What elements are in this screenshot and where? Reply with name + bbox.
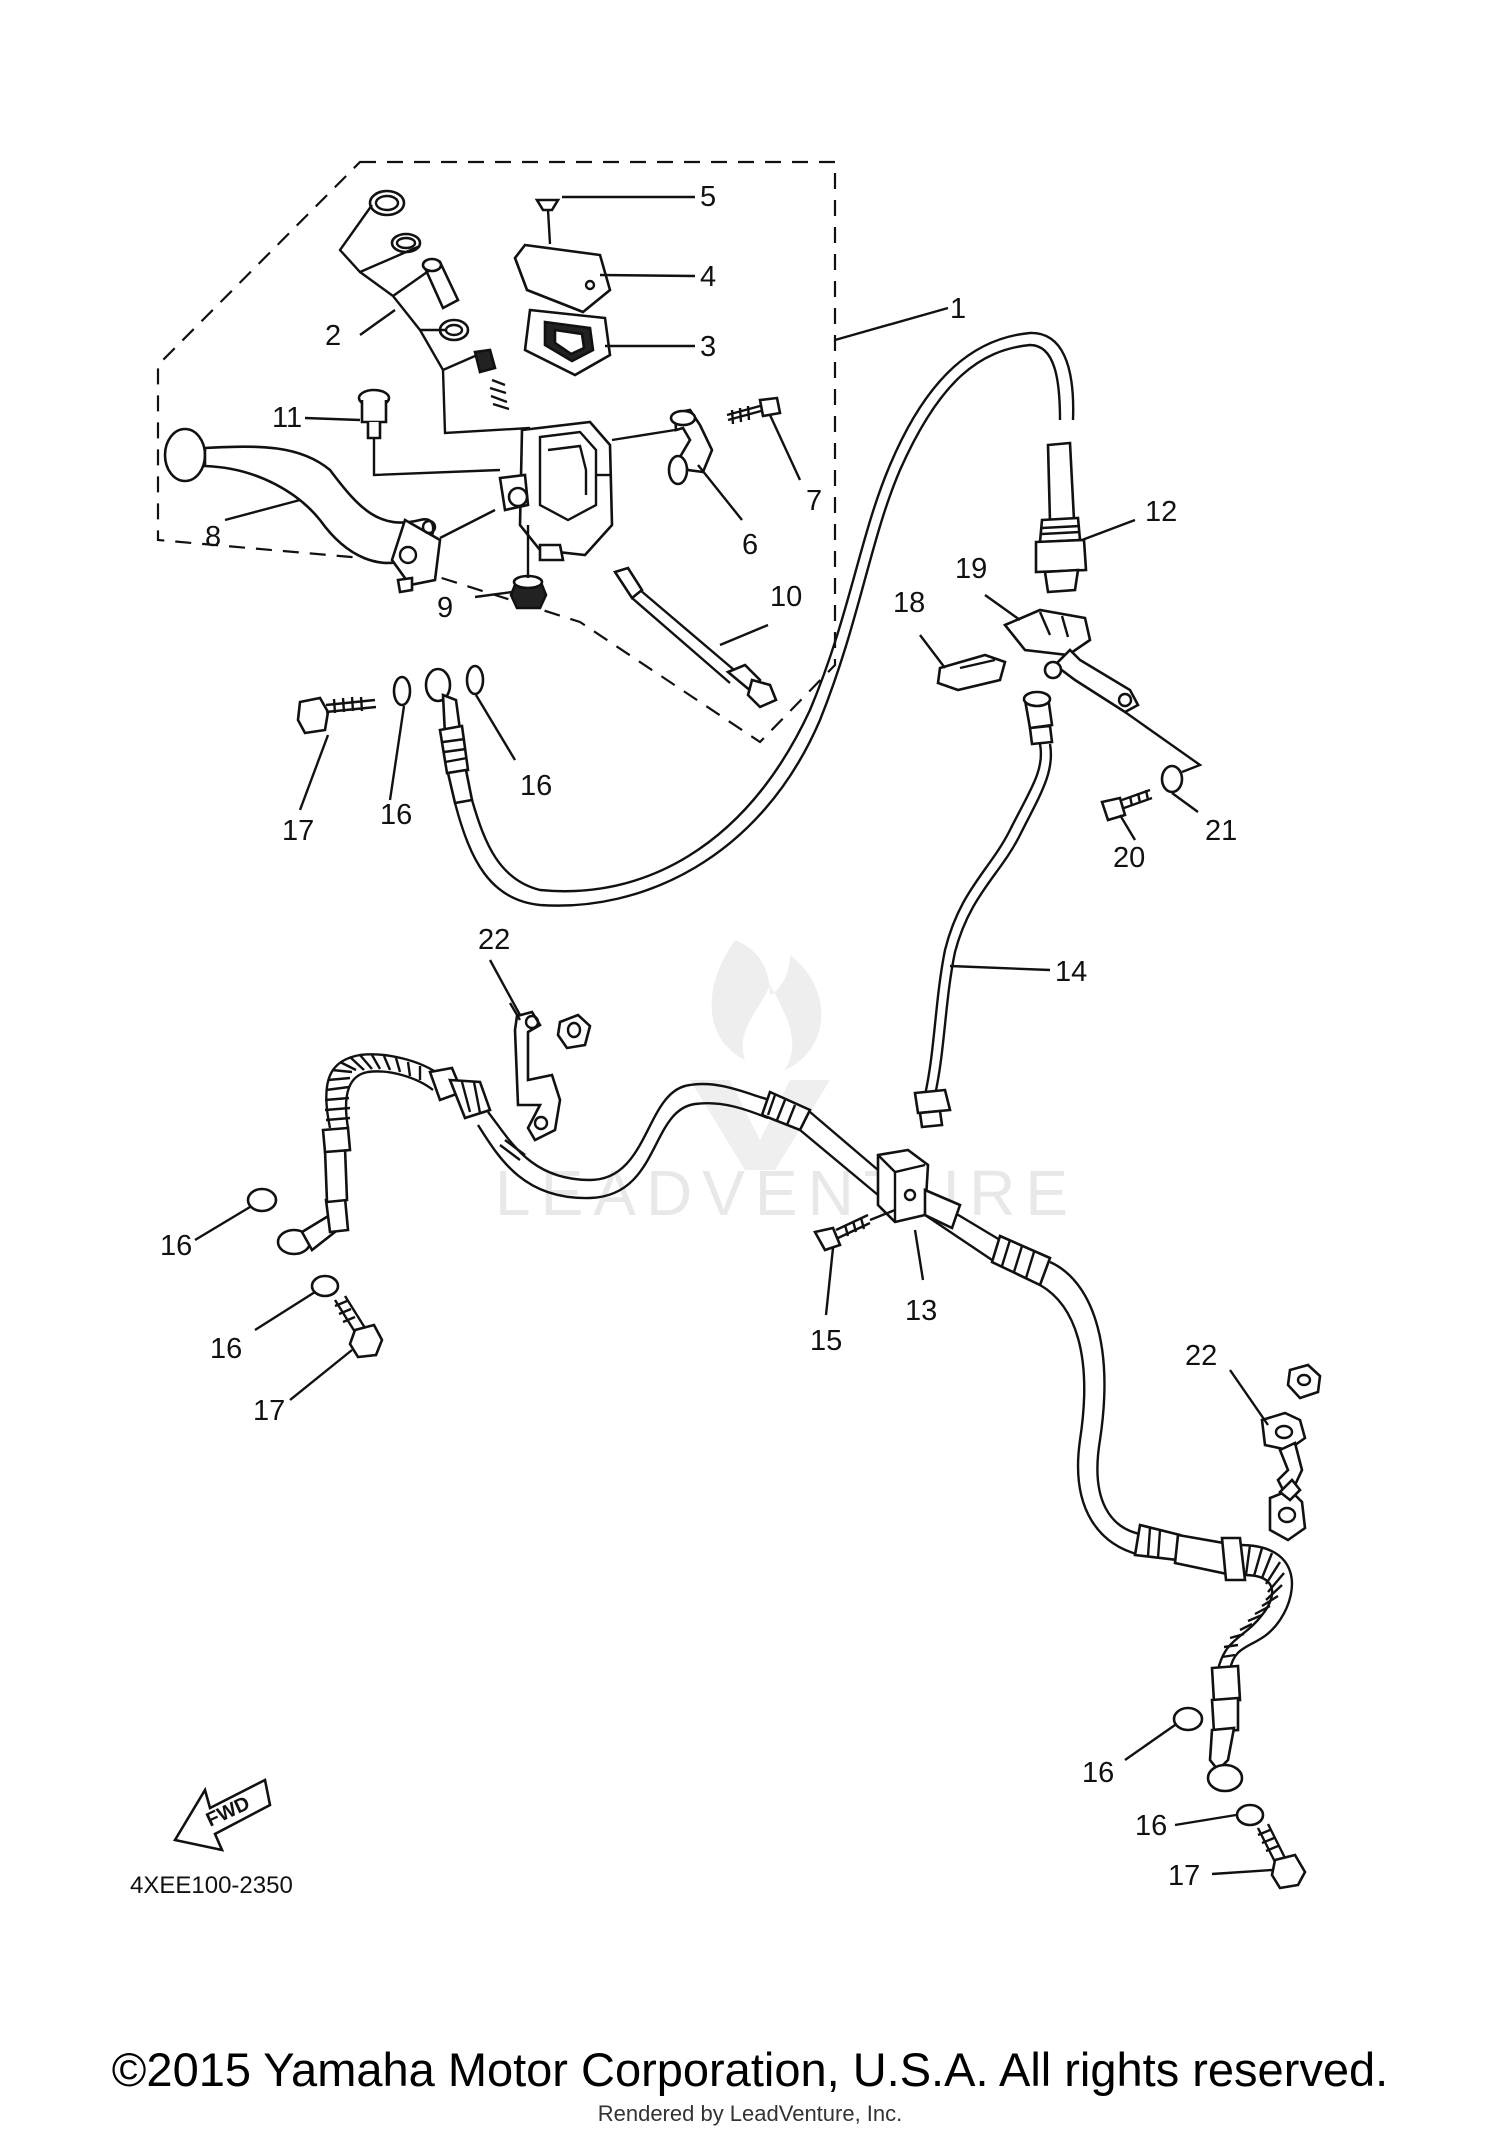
banjo-fitting-upper <box>424 667 474 805</box>
callout-16-lower-left-b: 16 <box>210 1333 242 1365</box>
callout-12: 12 <box>1145 496 1177 528</box>
bolt-part-20 <box>1100 788 1153 822</box>
leader-lines <box>194 195 1273 1876</box>
washer-part-21 <box>1160 764 1184 794</box>
hose-sleeve-right <box>923 1188 1052 1287</box>
brake-hose-lower-left <box>487 1082 771 1182</box>
callout-numbers: 1 2 3 4 5 6 7 8 9 10 11 12 13 14 15 16 1… <box>160 181 1237 1892</box>
pivot-bolt-part-11 <box>357 388 391 440</box>
callout-22-upper: 22 <box>478 924 510 956</box>
callout-16-lower-left-a: 16 <box>160 1230 192 1262</box>
screw-part-5 <box>534 198 561 245</box>
washer-part-16-lower-right-a <box>1172 1706 1204 1732</box>
callout-3: 3 <box>700 331 716 363</box>
brake-hose-lower-right <box>1049 1260 1146 1537</box>
coiled-hose-left <box>324 1053 492 1129</box>
union-bolt-part-17-lower-left <box>333 1295 384 1359</box>
leader-19-21 <box>1124 711 1203 774</box>
hose-fitting-left <box>276 1126 352 1256</box>
washer-part-16-lower-left-a <box>246 1187 278 1213</box>
nut-part-9 <box>509 574 548 610</box>
callout-19: 19 <box>955 553 987 585</box>
callout-16-lower-right-b: 16 <box>1135 1810 1167 1842</box>
leader-11-8 <box>372 438 501 477</box>
washer-part-16-lower-right-b <box>1235 1803 1265 1827</box>
leader-2-kit <box>338 204 531 435</box>
rendered-by-credit: Rendered by LeadVenture, Inc. <box>597 2101 903 2126</box>
copyright-notice: ©2015 Yamaha Motor Corporation, U.S.A. A… <box>111 2043 1389 2096</box>
callout-17-lower-right: 17 <box>1168 1860 1200 1892</box>
callout-11: 11 <box>272 402 302 434</box>
callout-17-upper: 17 <box>282 815 314 847</box>
watermark-text: LEADVENTURE <box>495 1157 1078 1229</box>
callout-14: 14 <box>1055 956 1087 988</box>
nut-part-lower-right <box>1286 1363 1322 1400</box>
diaphragm-part-3 <box>523 308 612 377</box>
master-cylinder-body <box>498 420 614 562</box>
callout-6: 6 <box>742 529 758 561</box>
clip-part-18 <box>936 653 1007 692</box>
callout-17-lower-left: 17 <box>253 1395 285 1427</box>
leader-8 <box>439 508 496 540</box>
callout-15: 15 <box>810 1325 842 1357</box>
callout-18: 18 <box>893 587 925 619</box>
joint-block-part-13 <box>876 1148 930 1224</box>
callout-9: 9 <box>437 592 453 624</box>
callout-5: 5 <box>700 181 716 213</box>
diagram-code: 4XEE100-2350 <box>130 1872 293 1899</box>
fwd-arrow-icon: FWD <box>172 1778 272 1852</box>
callout-16-upper-left: 16 <box>380 799 412 831</box>
callout-13: 13 <box>905 1295 937 1327</box>
callout-7: 7 <box>806 485 822 517</box>
callout-10: 10 <box>770 581 802 613</box>
callout-2: 2 <box>325 320 341 352</box>
brake-switch-part-10 <box>612 566 778 709</box>
hose-fitting-part-12 <box>1034 441 1088 594</box>
union-bolt-part-17-lower-right <box>1256 1823 1307 1890</box>
bolt-part-15 <box>813 1208 896 1252</box>
bracket-part-22-lower <box>1260 1411 1307 1542</box>
assembly-dashed-outline <box>156 160 837 744</box>
bracket-part-19 <box>1002 608 1140 714</box>
callout-21: 21 <box>1205 815 1237 847</box>
callout-16-upper-right: 16 <box>520 770 552 802</box>
leader-2 <box>359 309 396 336</box>
watermark: LEADVENTURE <box>495 940 1078 1229</box>
washer-part-16-upper-b <box>465 664 485 696</box>
callout-16-lower-right-a: 16 <box>1082 1757 1114 1789</box>
bracket-part-22-upper <box>513 1010 592 1142</box>
callout-20: 20 <box>1113 842 1145 874</box>
brake-pipe-part-14 <box>913 690 1054 1129</box>
coiled-hose-right <box>1133 1523 1294 1793</box>
brake-lever-part-8 <box>163 427 442 594</box>
leader-6-7 <box>611 428 676 442</box>
bolt-part-7 <box>726 396 782 425</box>
brake-hose-part-1 <box>453 343 1062 907</box>
union-bolt-part-17-upper <box>296 696 377 735</box>
callout-22-lower: 22 <box>1185 1340 1217 1372</box>
washer-part-16-upper-a <box>392 675 412 707</box>
callout-4: 4 <box>700 261 716 293</box>
piston-kit-part-2 <box>368 189 510 411</box>
reservoir-cap-part-4 <box>513 243 612 314</box>
callout-1: 1 <box>950 293 966 325</box>
washer-part-16-lower-left-b <box>310 1274 340 1298</box>
clamp-part-6 <box>667 408 714 486</box>
callout-8: 8 <box>205 521 221 553</box>
